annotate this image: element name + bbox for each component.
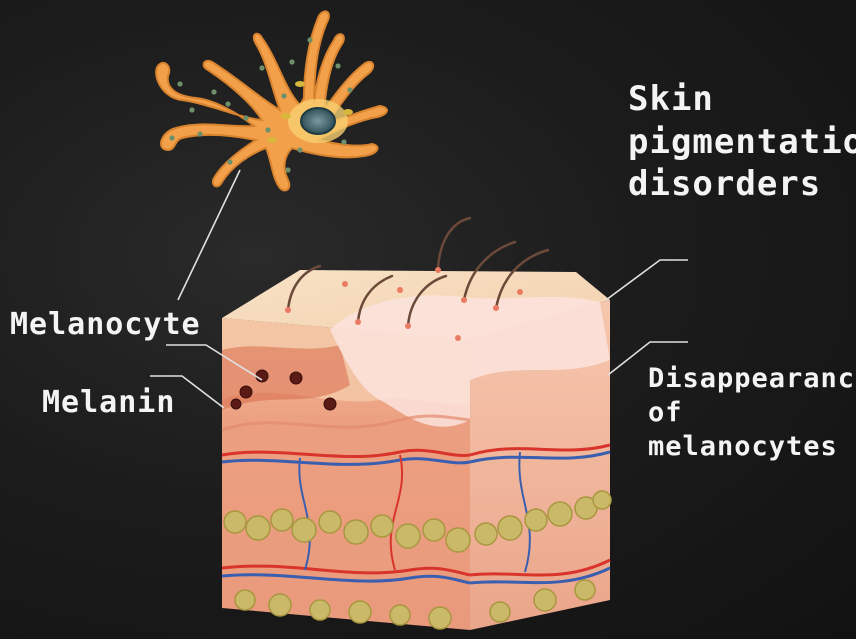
label-melanocyte: Melanocyte — [10, 306, 201, 344]
title-line-1: Skin — [628, 78, 856, 121]
label-disappearance-block: Disappearance of melanocytes — [648, 362, 856, 463]
title-line-2: pigmentation — [628, 121, 856, 164]
skin-cross-section — [222, 218, 611, 630]
label-disappearance-line-3: melanocytes — [648, 430, 856, 464]
melanocyte-cell-leader — [178, 170, 240, 300]
title-block: Skin pigmentation disorders — [628, 78, 856, 206]
label-melanin: Melanin — [42, 384, 175, 422]
melanocyte-cell — [156, 11, 387, 190]
label-disappearance-line-1: Disappearance — [648, 362, 856, 396]
title-leader — [606, 260, 688, 300]
title-line-3: disorders — [628, 163, 856, 206]
label-disappearance-line-2: of — [648, 396, 856, 430]
